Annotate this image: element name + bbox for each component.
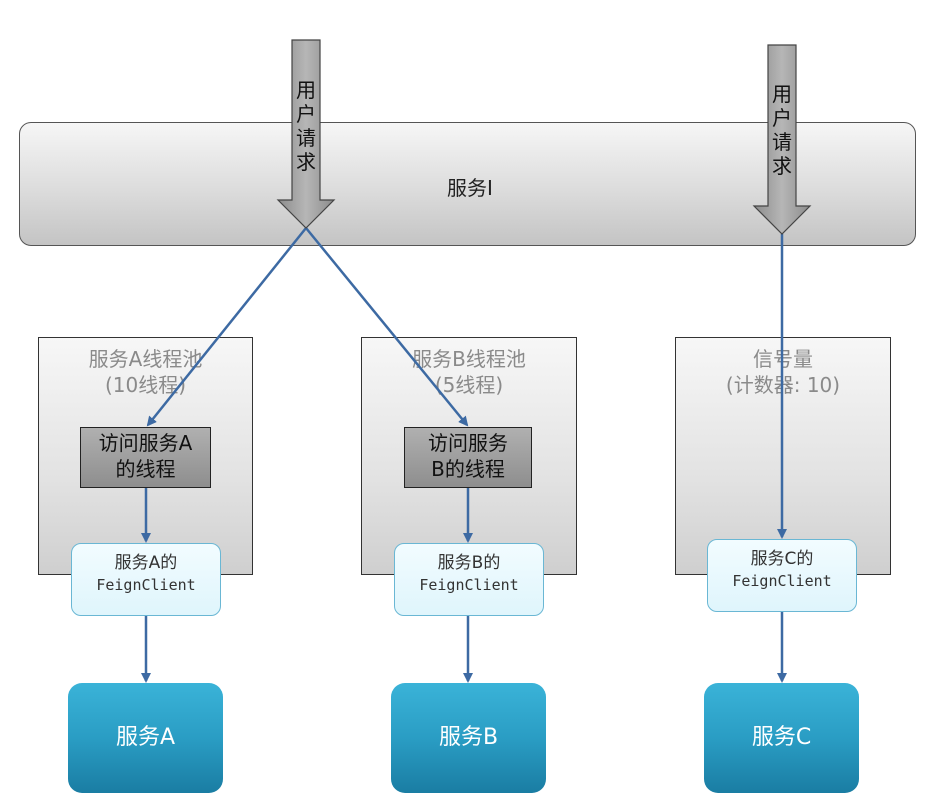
service-b-box: 服务B [391, 683, 546, 793]
service-i-bar [19, 122, 916, 246]
feign-client-b: 服务B的 FeignClient [394, 543, 544, 616]
service-a-box: 服务A [68, 683, 223, 793]
user-request-label-1: 用 户 请 求 [296, 78, 316, 174]
pool-a-title: 服务A线程池 [88, 347, 203, 371]
feign-client-a: 服务A的 FeignClient [71, 543, 221, 616]
feign-a-line1: 服务A的 [114, 553, 178, 573]
thread-b-line1: 访问服务 [428, 431, 508, 455]
pool-b-title: 服务B线程池 [412, 347, 526, 371]
service-c-label: 服务C [751, 725, 812, 750]
feign-client-c: 服务C的 FeignClient [707, 539, 857, 612]
thread-b-line2: B的线程 [431, 457, 505, 481]
user-request-arrow-2 [752, 44, 812, 235]
pool-b-subtitle: (5线程) [434, 373, 504, 397]
service-b-label: 服务B [438, 725, 499, 750]
feign-b-line1: 服务B的 [437, 553, 501, 573]
thread-box-b: 访问服务 B的线程 [404, 427, 532, 488]
service-i-label: 服务I [447, 176, 493, 200]
service-a-label: 服务A [115, 725, 176, 750]
feign-a-line2: FeignClient [96, 576, 196, 594]
connector-request-to-thread-a [146, 227, 307, 427]
connector-request-to-thread-b [305, 227, 469, 427]
thread-a-line2: 的线程 [115, 457, 176, 481]
feign-c-line2: FeignClient [732, 572, 832, 590]
user-request-arrow-1 [276, 39, 336, 229]
thread-a-line1: 访问服务A [98, 431, 193, 455]
thread-box-a: 访问服务A 的线程 [80, 427, 211, 488]
feign-c-line1: 服务C的 [750, 549, 814, 569]
service-c-box: 服务C [704, 683, 859, 793]
user-request-label-2: 用 户 请 求 [772, 82, 792, 178]
feign-b-line2: FeignClient [419, 576, 519, 594]
